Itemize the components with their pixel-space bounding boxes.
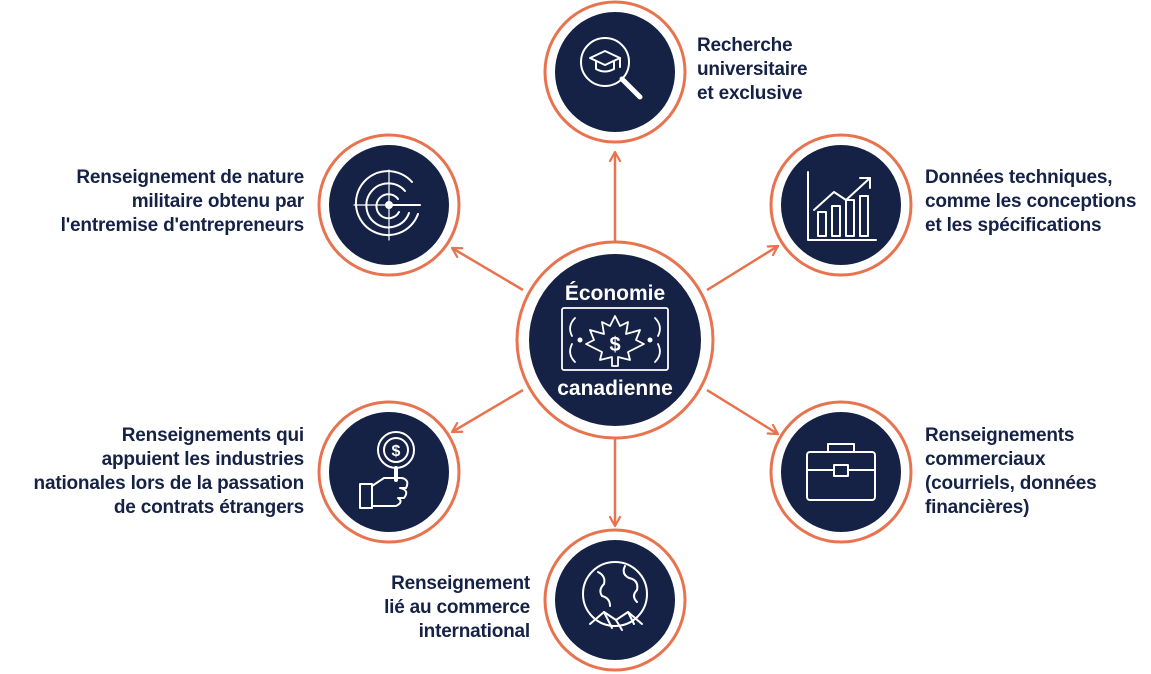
label-line: international xyxy=(418,621,531,642)
label-line: Recherche xyxy=(697,35,793,56)
node-military xyxy=(317,133,461,277)
label-line: (courriels, données xyxy=(925,473,1097,494)
center-title-top: Économie xyxy=(565,282,665,305)
label-line: l'entremise d'entrepreneurs xyxy=(60,215,305,236)
money-search-thumbs-up-icon xyxy=(359,431,415,509)
label-line: Renseignements xyxy=(925,425,1075,446)
label-commercial: Renseignements commerciaux (courriels, d… xyxy=(925,424,1147,520)
center-hub: Économie $ canadienne xyxy=(515,240,715,440)
center-title-bottom: canadienne xyxy=(557,377,673,400)
label-research: Recherche universitaire et exclusive xyxy=(697,34,897,106)
label-line: comme les conceptions xyxy=(925,191,1137,212)
label-line: commerciaux xyxy=(925,449,1046,470)
node-commercial xyxy=(769,400,913,544)
label-trade: Renseignement lié au commerce internatio… xyxy=(280,572,530,644)
label-technical: Données techniques, comme les conception… xyxy=(925,166,1147,238)
radar-icon xyxy=(353,169,421,241)
label-contracts: Renseignements qui appuient les industri… xyxy=(4,424,305,520)
label-line: Données techniques, xyxy=(925,167,1113,188)
label-line: nationales lors de la passation xyxy=(33,473,305,494)
label-line: de contrats étrangers xyxy=(113,497,304,518)
label-line: lié au commerce xyxy=(384,597,530,618)
briefcase-icon xyxy=(806,443,876,501)
label-line: et exclusive xyxy=(697,83,803,104)
label-military: Renseignement de nature militaire obtenu… xyxy=(4,166,305,238)
maple-leaf-banknote-icon xyxy=(561,307,669,371)
arrow-to-commercial xyxy=(706,388,780,436)
dollar-glyph: $ xyxy=(392,443,401,460)
label-line: appuient les industries xyxy=(101,449,305,470)
label-line: universitaire xyxy=(697,59,808,80)
globe-handshake-icon xyxy=(582,561,648,631)
label-line: militaire obtenu par xyxy=(131,191,305,212)
arrow-to-contracts xyxy=(450,388,524,434)
node-contracts: $ xyxy=(317,400,461,544)
label-line: Renseignement xyxy=(391,573,530,594)
dollar-sign: $ xyxy=(609,334,620,356)
label-line: et les spécifications xyxy=(925,215,1102,236)
node-research xyxy=(543,0,687,144)
arrow-to-military xyxy=(450,246,524,292)
label-line: Renseignement de nature xyxy=(76,167,304,188)
arrow-to-technical xyxy=(706,244,780,292)
label-line: Renseignements qui xyxy=(121,425,304,446)
node-technical xyxy=(769,133,913,277)
label-line: financières) xyxy=(925,497,1030,518)
growth-chart-icon xyxy=(807,171,877,241)
graduation-cap-magnifier-icon xyxy=(580,37,643,100)
node-trade xyxy=(543,528,687,672)
